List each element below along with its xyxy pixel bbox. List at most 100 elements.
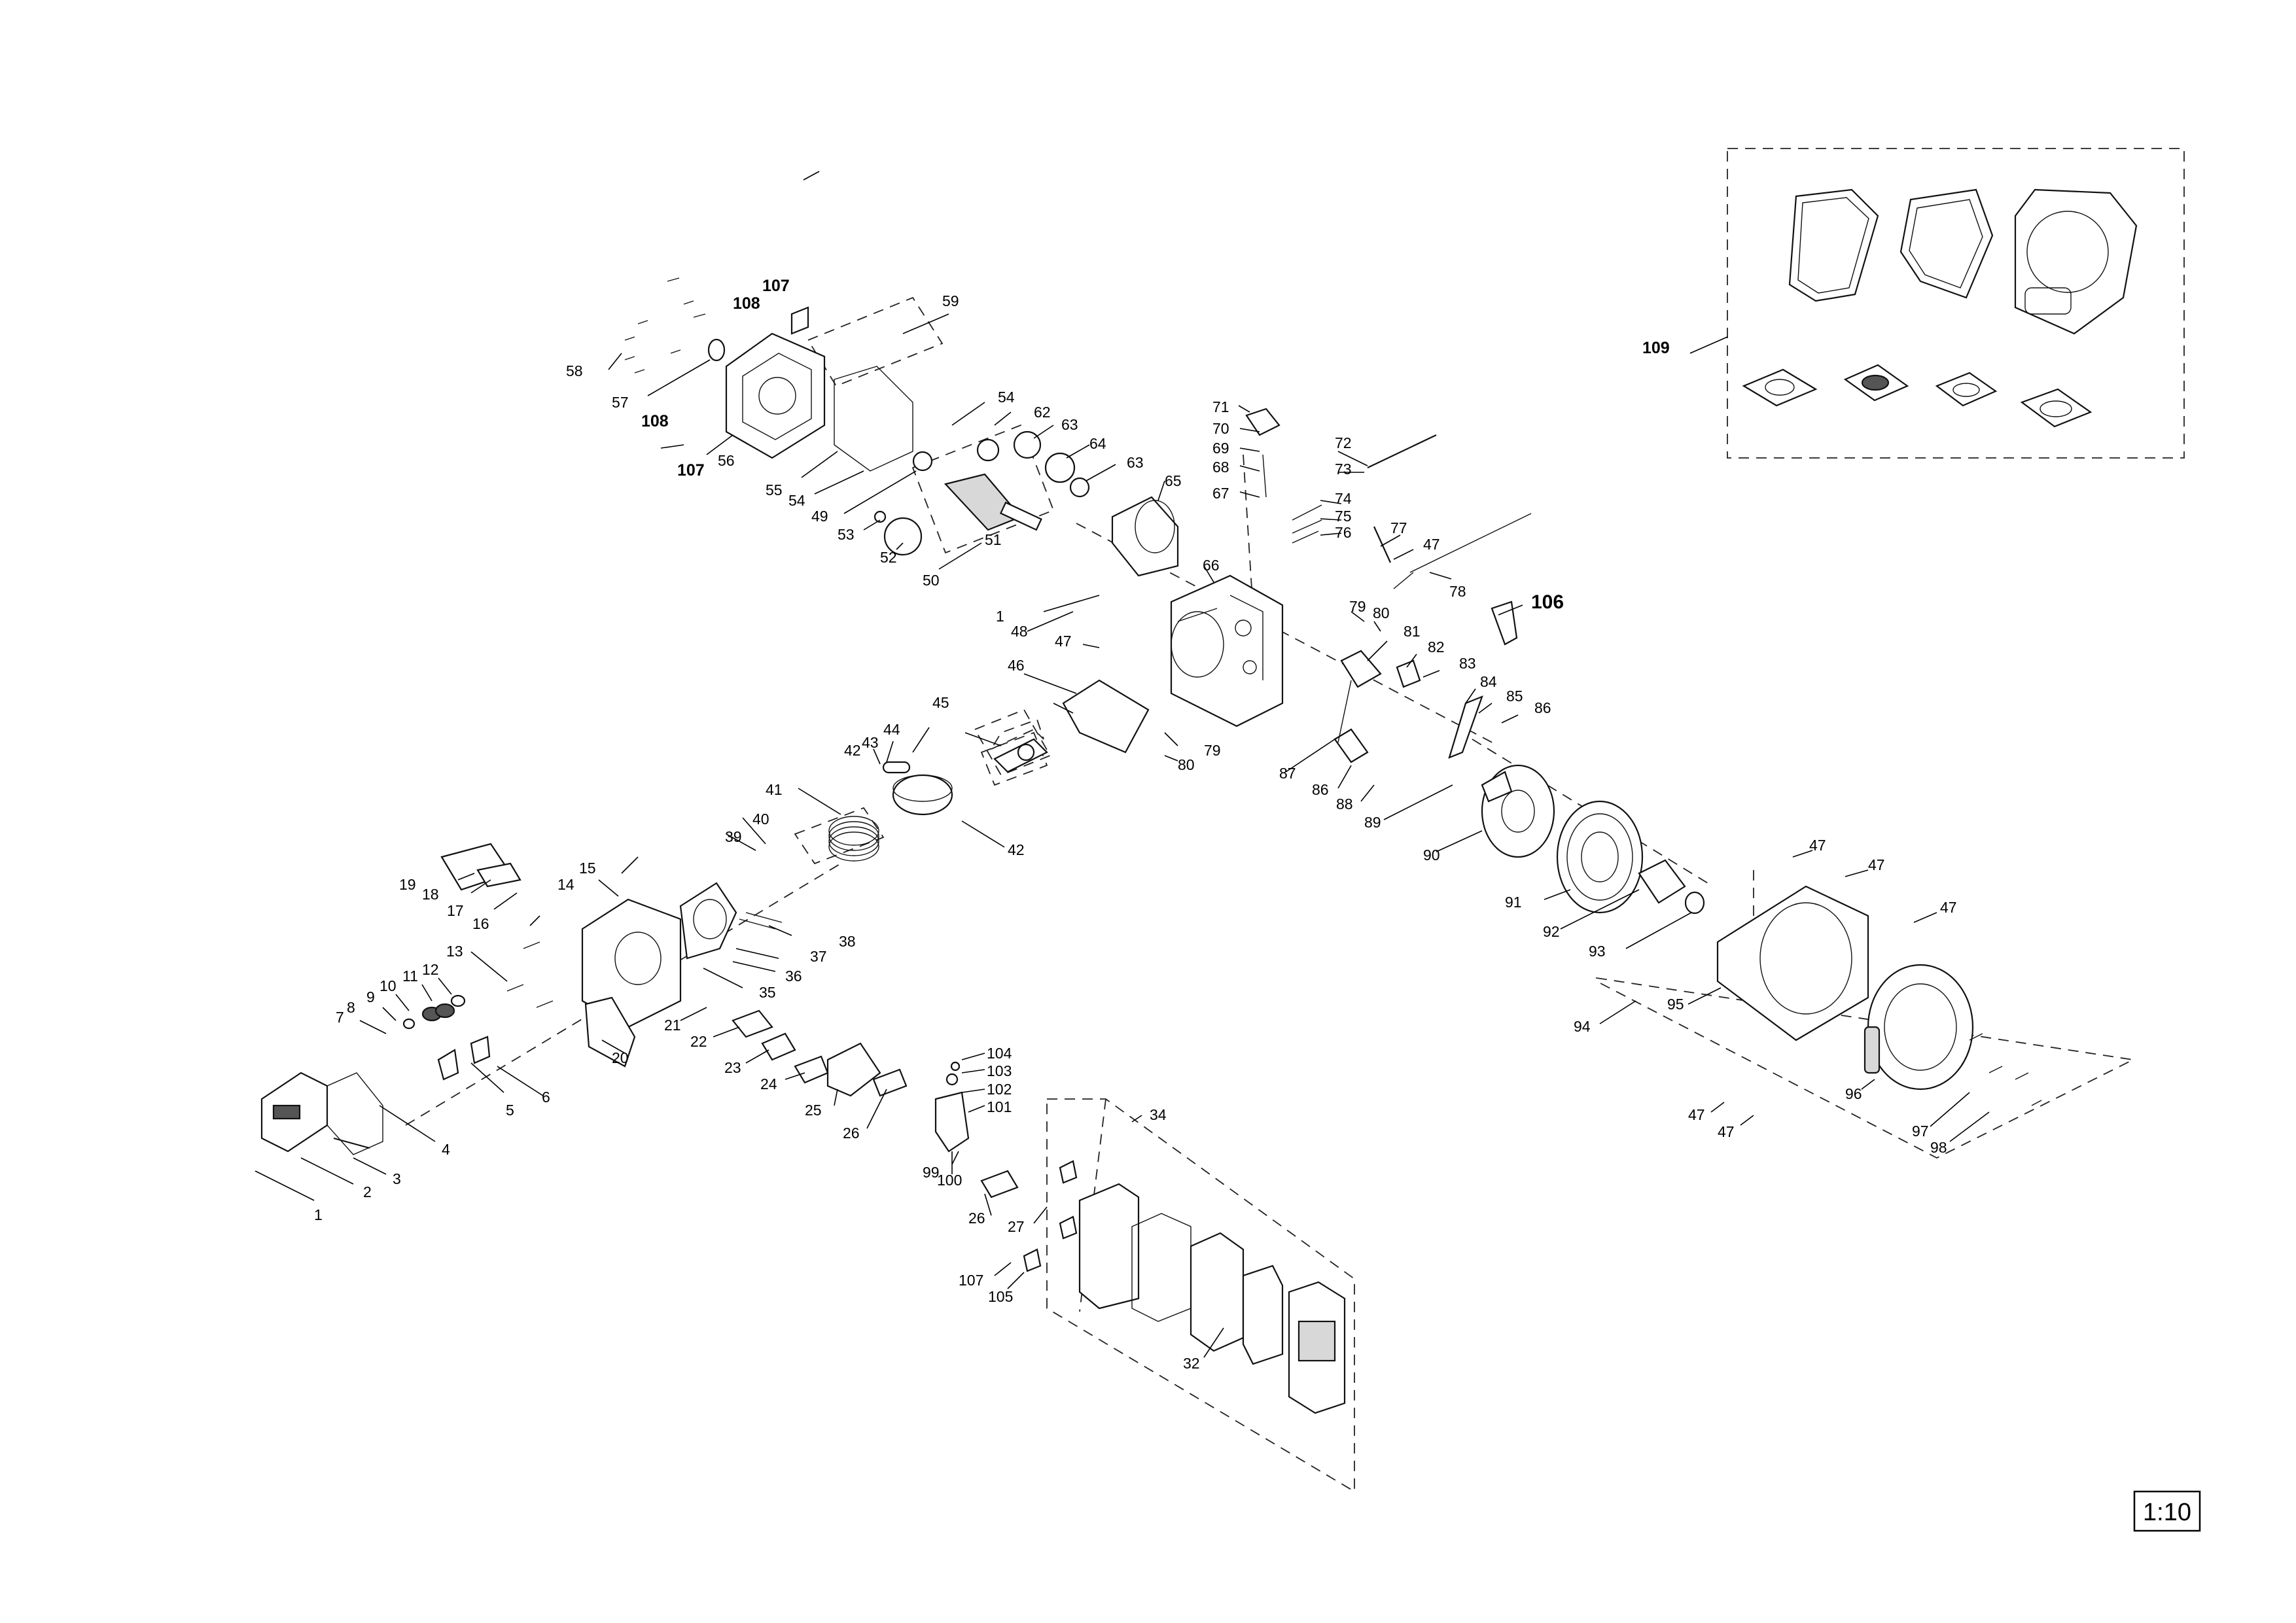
callout-90: 90 — [1423, 846, 1440, 864]
callout-97: 97 — [1912, 1123, 1929, 1140]
intake-gaskets — [732, 1009, 1019, 1198]
callout-6: 6 — [542, 1089, 550, 1106]
callout-72: 72 — [1335, 434, 1352, 451]
callout-83: 83 — [1459, 655, 1476, 672]
callout-26: 26 — [843, 1125, 860, 1142]
callout-labels: 1 1 2 3 4 5 6 7 8 9 10 11 12 13 14 15 16… — [314, 277, 1957, 1372]
callout-82: 82 — [1428, 638, 1445, 655]
exhaust-pipe — [440, 843, 521, 891]
starter-motor — [1111, 496, 1179, 577]
callout-47: 47 — [1940, 899, 1957, 916]
callout-101: 101 — [987, 1098, 1012, 1115]
bolts-58 — [624, 277, 706, 374]
callout-92: 92 — [1543, 923, 1560, 940]
valve-cover — [260, 1072, 328, 1153]
connecting-rod — [993, 738, 1048, 773]
air-filter-element — [1190, 1232, 1284, 1365]
callout-91: 91 — [1505, 894, 1522, 911]
gasket-kit-box — [1727, 148, 2185, 459]
callout-104: 104 — [987, 1045, 1012, 1062]
callout-47: 47 — [1868, 856, 1885, 873]
callout-27: 27 — [1008, 1218, 1025, 1235]
callout-81: 81 — [1404, 623, 1421, 640]
small-bolts-97-98 — [1969, 1033, 2042, 1106]
engine-block — [1170, 574, 1284, 727]
callout-86: 86 — [1312, 781, 1329, 798]
callout-47: 47 — [1718, 1123, 1735, 1140]
callout-17: 17 — [447, 902, 464, 919]
callout-68: 68 — [1212, 459, 1229, 476]
callout-20: 20 — [612, 1049, 629, 1066]
callout-108: 108 — [733, 294, 760, 313]
blower-housing — [1716, 885, 1869, 1041]
rocker-arms — [437, 1036, 491, 1081]
callout-105: 105 — [988, 1288, 1013, 1305]
callout-1: 1 — [314, 1206, 323, 1223]
governor-parts — [1245, 408, 1532, 646]
callout-85: 85 — [1506, 688, 1523, 705]
callout-4: 4 — [442, 1141, 450, 1158]
scale-indicator: 1:10 — [2133, 1490, 2201, 1532]
callout-36: 36 — [785, 968, 802, 985]
piston — [892, 774, 953, 816]
callout-109: 109 — [1642, 339, 1670, 357]
callout-9: 9 — [366, 988, 375, 1005]
callout-57: 57 — [612, 394, 629, 411]
callout-86: 86 — [1534, 699, 1551, 716]
callout-63: 63 — [1061, 416, 1078, 433]
callout-38: 38 — [839, 933, 856, 950]
gasket-kit-parts — [1742, 188, 2138, 428]
valve-cover-gasket — [327, 1072, 383, 1155]
breather-tube — [333, 1137, 370, 1149]
choke-bracket — [934, 1061, 970, 1153]
callout-10: 10 — [380, 977, 397, 994]
callout-54: 54 — [788, 492, 805, 509]
callout-1: 1 — [996, 608, 1004, 625]
valve-springs — [402, 994, 466, 1030]
callout-74: 74 — [1335, 490, 1352, 507]
callout-19: 19 — [399, 876, 416, 893]
piston-rings — [828, 816, 879, 862]
small-clips — [1023, 1160, 1078, 1272]
callout-14: 14 — [557, 876, 574, 893]
callout-5: 5 — [506, 1102, 514, 1119]
callout-40: 40 — [752, 811, 769, 828]
callout-23: 23 — [724, 1059, 741, 1076]
callout-42: 42 — [1008, 841, 1025, 858]
flywheel — [1481, 764, 1555, 858]
callout-59: 59 — [942, 292, 959, 309]
callout-87: 87 — [1279, 765, 1296, 782]
callout-22: 22 — [690, 1033, 707, 1050]
callout-7: 7 — [336, 1009, 344, 1026]
callout-51: 51 — [985, 531, 1002, 548]
callout-15: 15 — [579, 860, 596, 877]
carburetor — [826, 1042, 908, 1097]
pushrods-valves — [506, 912, 783, 1008]
callout-2: 2 — [363, 1183, 372, 1200]
callout-18: 18 — [422, 886, 439, 903]
callout-75: 75 — [1335, 508, 1352, 525]
governor-arm — [1333, 650, 1483, 763]
callout-35: 35 — [759, 984, 776, 1001]
callout-94: 94 — [1574, 1018, 1591, 1035]
callout-58: 58 — [566, 362, 583, 379]
recoil-starter — [1863, 964, 1974, 1091]
callout-47: 47 — [1809, 837, 1826, 854]
callout-93: 93 — [1589, 943, 1606, 960]
side-cover — [1062, 679, 1150, 754]
callout-80: 80 — [1373, 604, 1390, 621]
callout-12: 12 — [422, 961, 439, 978]
callout-62: 62 — [1034, 404, 1051, 421]
callout-108: 108 — [641, 412, 669, 430]
callout-45: 45 — [932, 694, 949, 711]
callout-79: 79 — [1204, 742, 1221, 759]
callout-79: 79 — [1349, 598, 1366, 615]
callout-77: 77 — [1390, 519, 1407, 536]
callout-63: 63 — [1127, 454, 1144, 471]
callout-41: 41 — [766, 781, 783, 798]
callout-98: 98 — [1930, 1139, 1947, 1156]
callout-64: 64 — [1089, 435, 1106, 452]
crankcase-cover — [707, 306, 826, 459]
callout-50: 50 — [923, 572, 940, 589]
